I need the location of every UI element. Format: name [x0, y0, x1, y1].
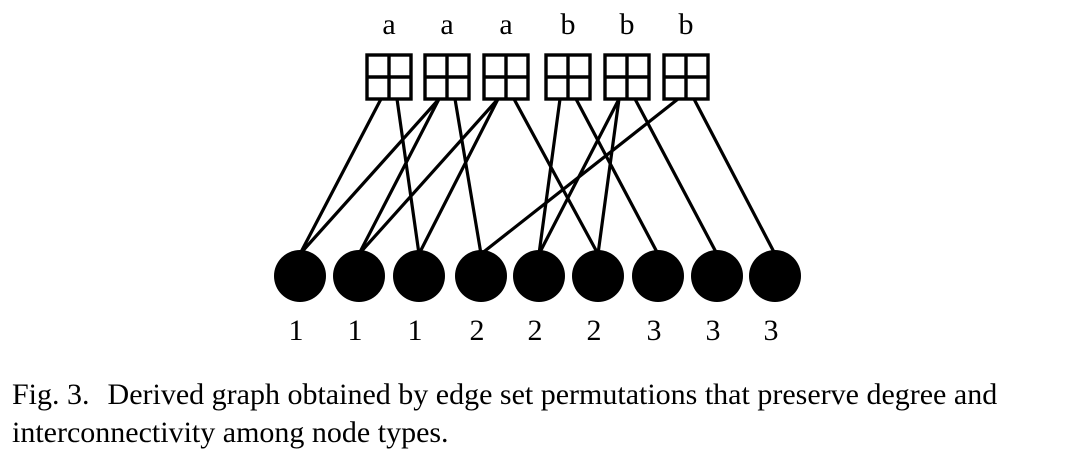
bottom-node: 1: [333, 250, 385, 347]
edge: [537, 97, 562, 256]
top-node: a: [482, 8, 530, 101]
edge: [692, 97, 777, 256]
bottom-node-circle: [749, 250, 801, 302]
edge: [417, 97, 500, 256]
edge: [453, 97, 483, 256]
bottom-node-circle: [455, 250, 507, 302]
edge: [479, 97, 680, 256]
top-node: a: [423, 8, 471, 101]
edge: [395, 97, 421, 256]
edge: [357, 97, 441, 256]
top-node-label: a: [382, 8, 395, 41]
bottom-node: 3: [691, 250, 743, 347]
top-node: a: [365, 8, 413, 101]
bottom-node-label: 3: [764, 314, 779, 347]
bottom-node: 3: [749, 250, 801, 347]
top-node-label: a: [440, 8, 453, 41]
bottom-node-circle: [393, 250, 445, 302]
bottom-node: 1: [393, 250, 445, 347]
bipartite-graph-figure: a a a b b b 1 1 1 2 2 2 3 3 3: [274, 8, 801, 347]
edge: [633, 97, 719, 256]
edges-layer: [298, 97, 777, 256]
top-node-label: b: [679, 8, 694, 41]
bottom-node: 2: [455, 250, 507, 347]
bottom-node-label: 2: [528, 314, 543, 347]
bottom-node: 2: [513, 250, 565, 347]
bottom-node-circle: [513, 250, 565, 302]
bottom-node-circle: [691, 250, 743, 302]
graph-svg: a a a b b b 1 1 1 2 2 2 3 3 3: [274, 8, 801, 347]
edge: [574, 97, 660, 256]
caption-label: Fig. 3.: [12, 378, 90, 411]
top-node-label: b: [620, 8, 635, 41]
edge: [357, 97, 500, 256]
bottom-node-circle: [572, 250, 624, 302]
top-node: b: [544, 8, 592, 101]
bottom-node-circle: [333, 250, 385, 302]
bottom-node-label: 2: [587, 314, 602, 347]
top-node: b: [662, 8, 710, 101]
bottom-node-label: 1: [289, 314, 304, 347]
edge: [512, 97, 600, 256]
bottom-nodes-layer: 1 1 1 2 2 2 3 3 3: [274, 250, 801, 347]
bottom-node-circle: [274, 250, 326, 302]
bottom-node: 3: [632, 250, 684, 347]
bottom-node: 2: [572, 250, 624, 347]
top-node-label: a: [499, 8, 512, 41]
edge: [298, 97, 383, 256]
bottom-node: 1: [274, 250, 326, 347]
top-node: b: [603, 8, 651, 101]
bottom-node-label: 3: [647, 314, 662, 347]
top-node-label: b: [561, 8, 576, 41]
edge: [298, 97, 441, 256]
bottom-node-label: 2: [470, 314, 485, 347]
bottom-node-label: 3: [706, 314, 721, 347]
bottom-node-label: 1: [348, 314, 363, 347]
bottom-node-circle: [632, 250, 684, 302]
bottom-node-label: 1: [408, 314, 423, 347]
figure-caption: Fig. 3.Derived graph obtained by edge se…: [12, 376, 1070, 452]
edge: [596, 97, 621, 256]
caption-text: Derived graph obtained by edge set permu…: [12, 378, 998, 449]
